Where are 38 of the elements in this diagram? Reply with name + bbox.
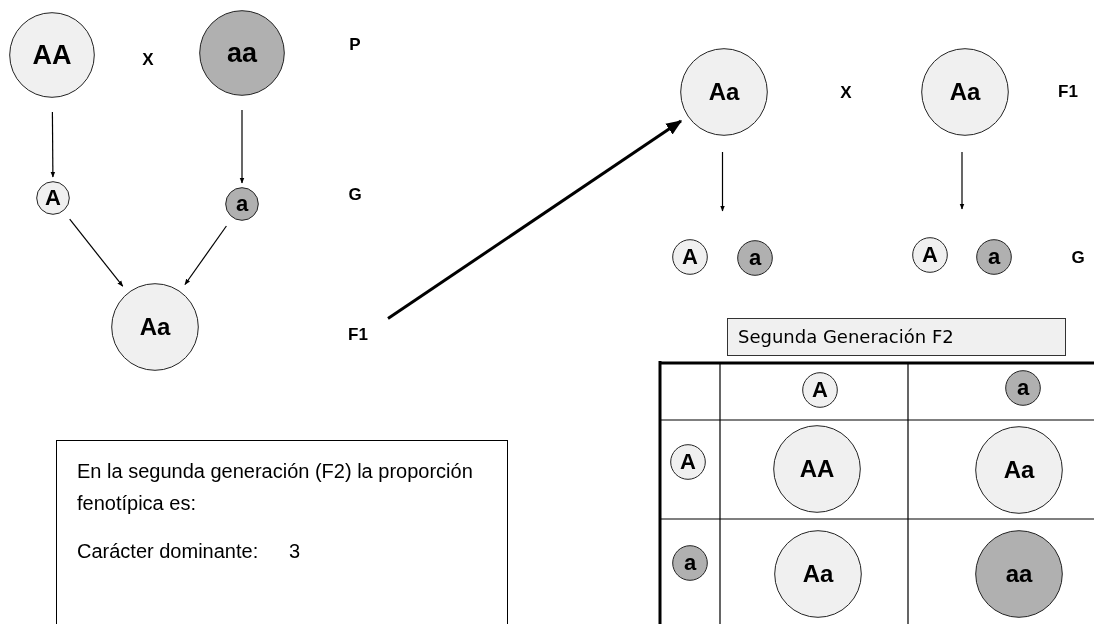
gamete-circle: A	[670, 444, 706, 480]
generation-label: G	[348, 185, 362, 205]
arrow	[69, 218, 124, 287]
arrow	[387, 119, 683, 320]
genotype-circle: aa	[975, 530, 1063, 618]
arrow	[50, 111, 56, 178]
generation-label: F1	[1058, 82, 1078, 102]
gamete-circle: a	[976, 239, 1012, 275]
genotype-circle: Aa	[774, 530, 862, 618]
cross-symbol: X	[142, 50, 154, 70]
arrow	[720, 151, 725, 212]
arrow	[184, 225, 227, 286]
genotype-circle: AA	[773, 425, 861, 513]
note-box	[56, 440, 508, 624]
trait-label: Carácter dominante:	[77, 539, 260, 564]
gamete-circle: a	[225, 187, 259, 221]
genotype-circle: aa	[199, 10, 285, 96]
gamete-circle: a	[672, 545, 708, 581]
genotype-circle: Aa	[975, 426, 1063, 514]
arrow	[959, 151, 965, 210]
genotype-circle: Aa	[111, 283, 199, 371]
gamete-circle: A	[36, 181, 70, 215]
table-title: Segunda Generación F2	[727, 318, 1066, 356]
cross-symbol: X	[840, 83, 852, 103]
generation-label: F1	[348, 325, 368, 345]
gamete-circle: a	[737, 240, 773, 276]
generation-label: G	[1071, 248, 1085, 268]
gamete-circle: A	[912, 237, 948, 273]
genotype-circle: Aa	[680, 48, 768, 136]
genotype-circle: AA	[9, 12, 95, 98]
gamete-circle: A	[672, 239, 708, 275]
note-text: En la segunda generación (F2) la proporción fenotípica es:	[77, 459, 474, 516]
arrow	[239, 109, 245, 184]
count-value: 3	[289, 539, 301, 564]
gamete-circle: A	[802, 372, 838, 408]
genotype-circle: Aa	[921, 48, 1009, 136]
generation-label: P	[349, 35, 361, 55]
gamete-circle: a	[1005, 370, 1041, 406]
